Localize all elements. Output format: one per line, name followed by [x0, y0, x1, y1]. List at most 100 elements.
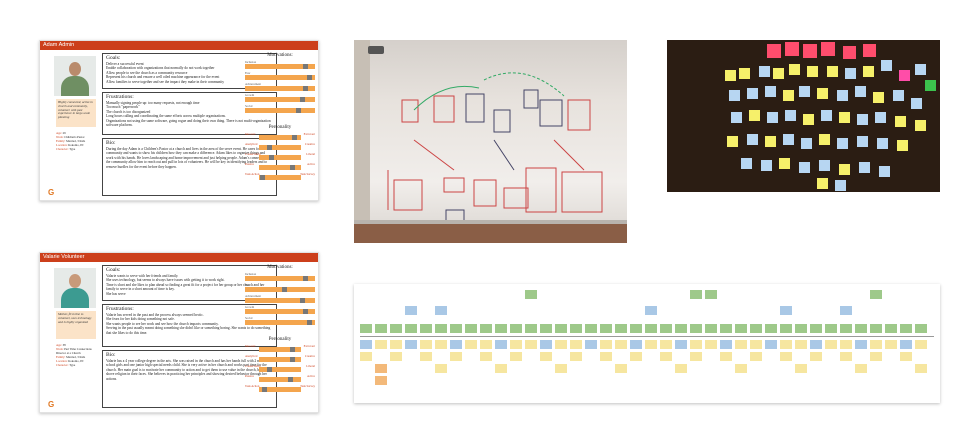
journey-step-card: [675, 340, 687, 349]
trait-bar: [259, 135, 301, 140]
trait-right-label: Liberal: [306, 364, 315, 368]
trait-right-label: Active: [307, 162, 315, 166]
persona-quote: Mother, first time to volunteer, uses te…: [56, 311, 96, 339]
journey-step-card: [450, 340, 462, 349]
journey-step-card: [435, 324, 447, 333]
trait-level-marker: [287, 377, 293, 382]
journey-step-card: [540, 340, 552, 349]
motivation-label: Inclusion: [245, 272, 257, 276]
trait-left-label: Passive: [245, 374, 254, 378]
journey-step-card: [495, 340, 507, 349]
journey-step-card: [540, 352, 552, 361]
journey-step-card: [810, 340, 822, 349]
trait-bar: [259, 387, 301, 392]
journey-step-card: [405, 340, 417, 349]
journey-step-card: [420, 324, 432, 333]
bio-heading: Bio:: [106, 140, 116, 146]
persona-facts: Age: 29 Work: Children's Pastor Family: …: [56, 131, 86, 151]
motivation-bar: [245, 309, 315, 314]
motivation-inclusion: Inclusion: [245, 272, 315, 283]
journey-step-card: [465, 324, 477, 333]
motivation-label: Achievement: [245, 294, 261, 298]
trait-bar: [259, 175, 301, 180]
personality-trait: Passive Active: [245, 162, 315, 172]
trait-right-label: Creative: [304, 142, 315, 146]
journey-step-card: [900, 340, 912, 349]
journey-step-card: [450, 352, 462, 361]
journey-step-card: [375, 376, 387, 385]
trait-left-label: Task Action: [245, 172, 260, 176]
journey-step-card: [435, 364, 447, 373]
trait-bar: [259, 165, 301, 170]
journey-step-card: [360, 340, 372, 349]
trait-left-label: Conservative: [245, 364, 261, 368]
motivation-bar: [245, 64, 315, 69]
journey-step-card: [915, 324, 927, 333]
trait-level-marker: [289, 357, 295, 362]
goals-text: Valarie wants to serve with her friends …: [106, 274, 265, 296]
journey-step-card: [525, 324, 537, 333]
journey-step-card: [870, 324, 882, 333]
journey-step-card: [660, 352, 672, 361]
trait-bar: [259, 155, 301, 160]
journey-step-card: [840, 324, 852, 333]
journey-step-card: [855, 340, 867, 349]
sticky-notes-photo: [667, 40, 940, 192]
journey-step-card: [525, 290, 537, 299]
journey-step-card: [555, 324, 567, 333]
journey-step-card: [705, 340, 717, 349]
journey-step-card: [660, 340, 672, 349]
motivation-bar: [245, 320, 315, 325]
journey-step-card: [420, 340, 432, 349]
motivation-level-marker: [299, 97, 305, 102]
journey-step-card: [480, 340, 492, 349]
journey-step-card: [840, 340, 852, 349]
journey-step-card: [915, 364, 927, 373]
journey-step-card: [390, 340, 402, 349]
frustrations-box: Frustrations: Manually signing people up…: [102, 92, 277, 135]
journey-step-card: [840, 306, 852, 315]
bio-text: During the day Adam is a Children's Past…: [106, 147, 272, 169]
frustrations-heading: Frustrations:: [106, 306, 134, 312]
journey-step-card: [825, 340, 837, 349]
journey-step-card: [675, 364, 687, 373]
bio-box: Bio: Valarie has a 4 year college degree…: [102, 350, 277, 408]
trait-level-marker: [268, 155, 274, 160]
journey-step-card: [705, 290, 717, 299]
company-logo-icon: G: [48, 400, 55, 409]
journey-step-card: [750, 324, 762, 333]
motivation-level-marker: [306, 320, 312, 325]
trait-left-label: Task Action: [245, 384, 260, 388]
journey-step-card: [675, 324, 687, 333]
motivation-growth: Growth: [245, 305, 315, 316]
motivation-level-marker: [303, 276, 308, 281]
trait-level-marker: [289, 347, 295, 352]
journey-step-card: [795, 340, 807, 349]
journey-step-card: [690, 290, 702, 299]
journey-step-card: [375, 324, 387, 333]
journey-step-card: [600, 340, 612, 349]
trait-left-label: Passive: [245, 162, 254, 166]
trait-bar: [259, 347, 301, 352]
journey-step-card: [510, 324, 522, 333]
motivation-bar: [245, 86, 315, 91]
journey-step-card: [870, 290, 882, 299]
trait-right-label: Task Survey: [300, 172, 315, 176]
trait-bar: [259, 357, 301, 362]
trait-left-label: Introvert: [245, 132, 256, 136]
trait-level-marker: [266, 367, 272, 372]
journey-step-card: [750, 340, 762, 349]
whiteboard-drawings: [387, 72, 603, 223]
journey-step-card: [525, 340, 537, 349]
motivation-bar: [245, 75, 315, 80]
trait-right-label: Extrovert: [303, 344, 315, 348]
personality-heading: Personality: [268, 337, 292, 342]
trait-right-label: Creative: [304, 354, 315, 358]
journey-step-card: [570, 324, 582, 333]
trait-level-marker: [291, 135, 297, 140]
